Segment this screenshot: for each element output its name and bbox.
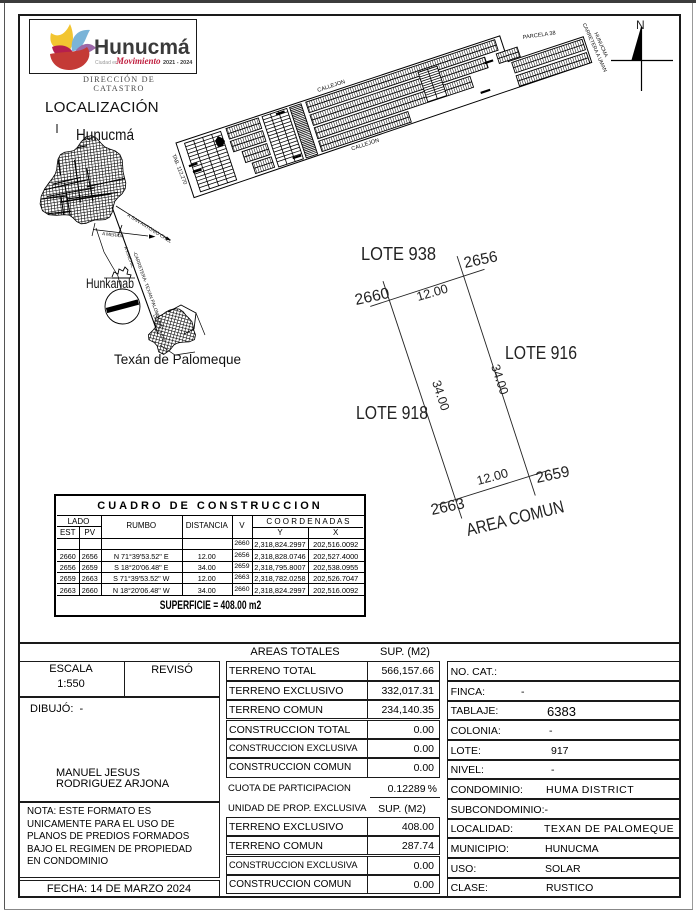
svg-text:Hunucmá: Hunucmá (76, 127, 134, 144)
svg-text:34.00: 34.00 (488, 363, 511, 397)
svg-text:2656: 2656 (462, 248, 499, 272)
svg-text:34.00: 34.00 (429, 379, 452, 413)
svg-text:2659: 2659 (534, 463, 571, 487)
svg-text:N: N (636, 18, 645, 32)
svg-text:Hunkanab: Hunkanab (86, 276, 134, 291)
svg-text:PARCELA 38: PARCELA 38 (522, 30, 556, 41)
svg-text:2663: 2663 (429, 495, 466, 519)
svg-text:A MERIDA: A MERIDA (102, 231, 125, 239)
svg-text:2660: 2660 (353, 285, 391, 309)
svg-text:LOTE 918: LOTE 918 (356, 403, 428, 423)
svg-text:LOTE 916: LOTE 916 (505, 343, 577, 363)
svg-text:LOTE 938: LOTE 938 (361, 244, 436, 264)
svg-text:Texán de Palomeque: Texán de Palomeque (114, 351, 241, 367)
svg-text:12.00: 12.00 (415, 282, 450, 304)
svg-text:AREA COMUN: AREA COMUN (464, 496, 566, 540)
